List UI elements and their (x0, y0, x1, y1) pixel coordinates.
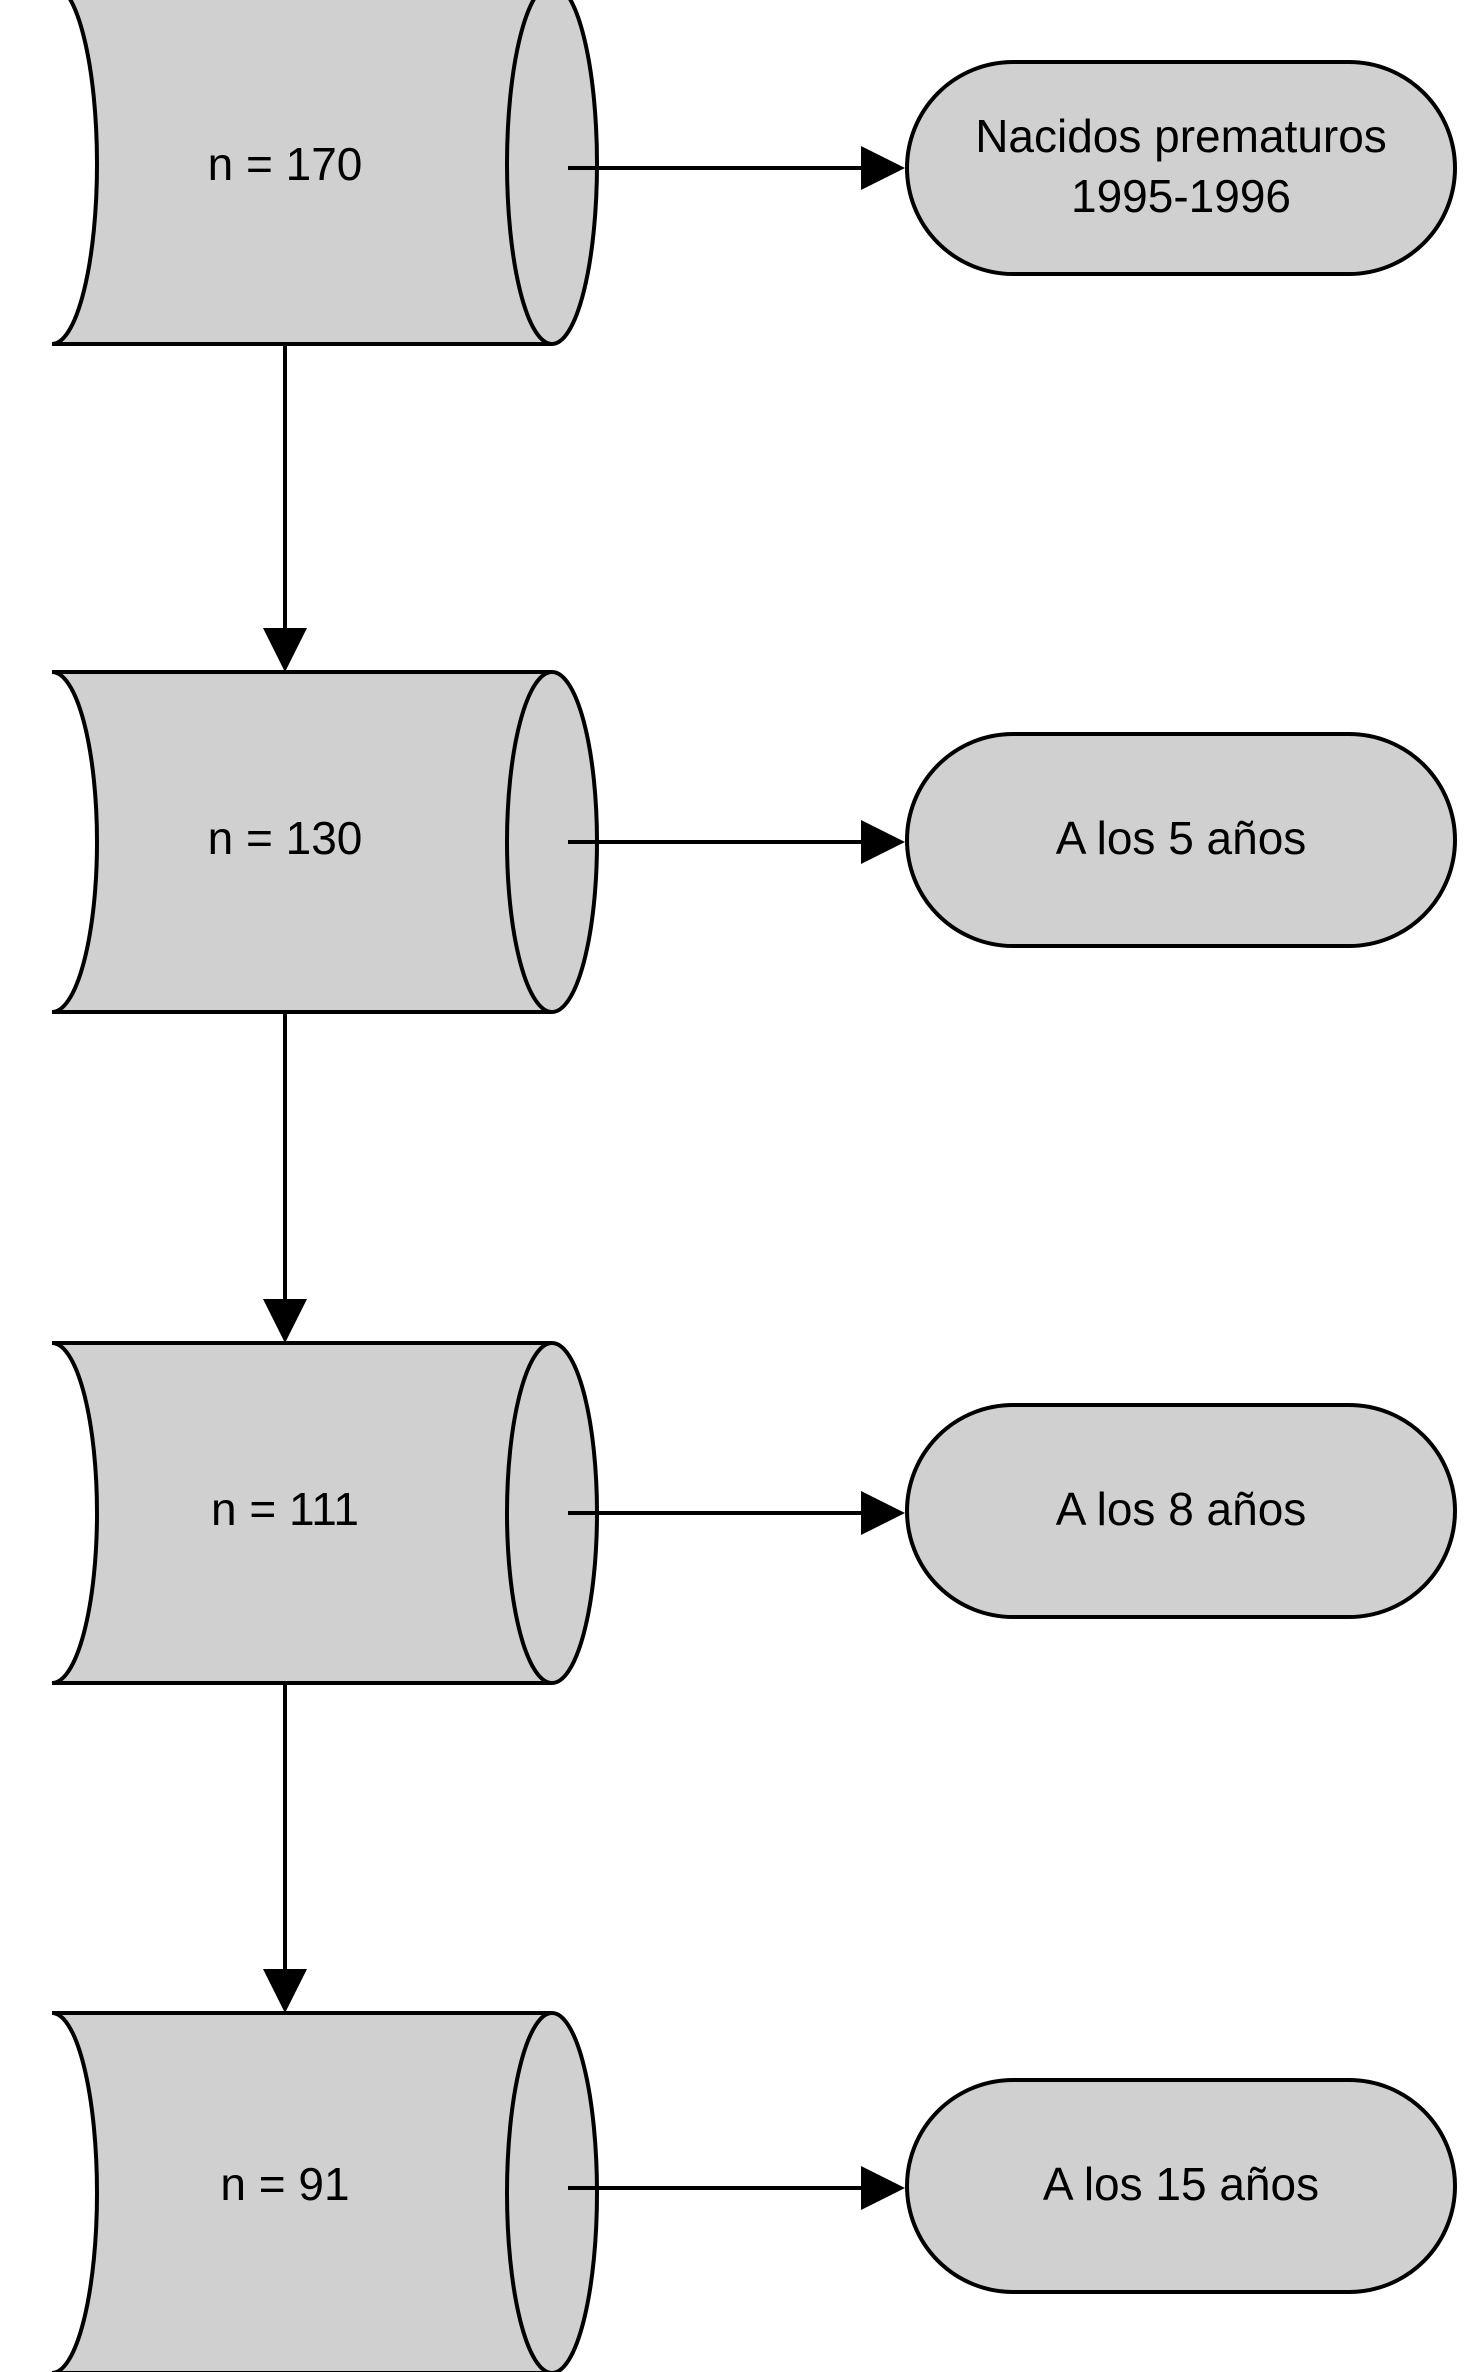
horizontal-connector-2 (568, 820, 905, 864)
cylinder-4-count-text: n = 91 (220, 2158, 349, 2210)
timepoint-label-4[interactable]: A los 15 años (905, 2078, 1457, 2294)
cylinder-3-count-text: n = 111 (211, 1483, 359, 1535)
stage-1-group: n = 170 Nacidos prematuros 1995-1996 (51, 0, 1457, 346)
timepoint-label-1-line2: 1995-1996 (1071, 170, 1291, 222)
horizontal-connector-4 (568, 2166, 905, 2210)
arrowhead-right-icon (861, 820, 905, 864)
arrowhead-right-icon (861, 146, 905, 190)
arrowhead-down-icon (263, 628, 307, 672)
timepoint-label-3[interactable]: A los 8 años (905, 1403, 1457, 1619)
timepoint-label-2[interactable]: A los 5 años (905, 732, 1457, 948)
cylinder-1-count-text: n = 170 (208, 138, 363, 190)
arrowhead-down-icon (263, 1299, 307, 1343)
stage-3-group: n = 111 A los 8 años (51, 1341, 1457, 1685)
cylinder-node-1[interactable]: n = 170 (51, 0, 599, 346)
horizontal-connector-1 (568, 146, 905, 190)
cylinder-node-4[interactable]: n = 91 (51, 2011, 599, 2372)
timepoint-label-2-line1: A los 5 años (1056, 812, 1307, 864)
timepoint-label-4-line1: A los 15 años (1043, 2158, 1319, 2210)
timepoint-label-1-line1: Nacidos prematuros (975, 110, 1387, 162)
cylinder-node-3[interactable]: n = 111 (51, 1341, 599, 1685)
cylinder-node-2[interactable]: n = 130 (51, 670, 599, 1014)
timepoint-label-3-line1: A los 8 años (1056, 1483, 1307, 1535)
arrowhead-right-icon (861, 1491, 905, 1535)
stage-2-group: n = 130 A los 5 años (51, 670, 1457, 1014)
cylinder-2-count-text: n = 130 (208, 812, 363, 864)
horizontal-connector-3 (568, 1491, 905, 1535)
timepoint-label-1[interactable]: Nacidos prematuros 1995-1996 (905, 60, 1457, 276)
arrowhead-right-icon (861, 2166, 905, 2210)
stage-4-group: n = 91 A los 15 años (51, 2011, 1457, 2372)
arrowhead-down-icon (263, 1969, 307, 2013)
